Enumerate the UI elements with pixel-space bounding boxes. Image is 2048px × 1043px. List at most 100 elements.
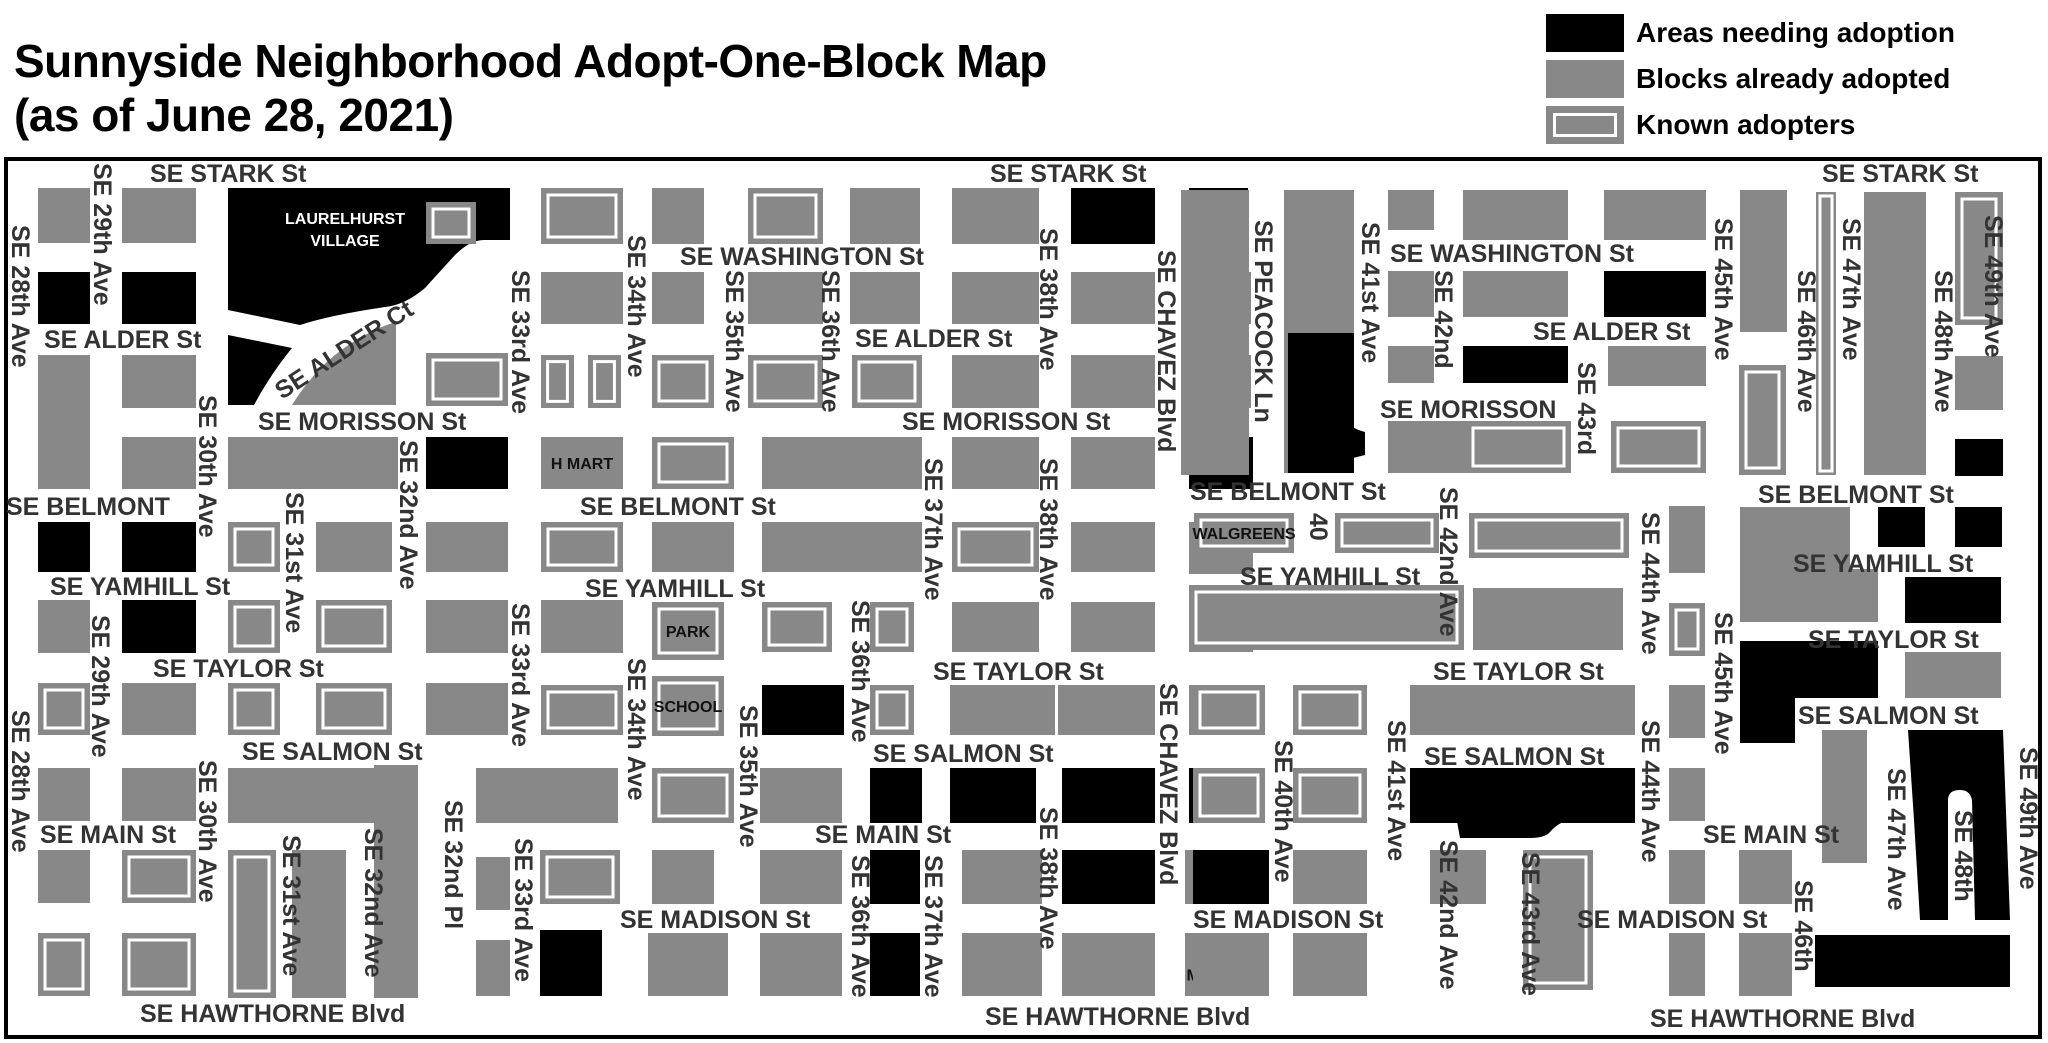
block-adopted bbox=[1071, 602, 1155, 652]
block-adopted bbox=[1388, 421, 1466, 473]
block-needing-adoption bbox=[1410, 768, 1635, 823]
block-adopted bbox=[1388, 190, 1434, 230]
block-known-adopter bbox=[1293, 768, 1367, 823]
block-adopted bbox=[1473, 588, 1623, 650]
se48th-need-area bbox=[1908, 730, 2010, 920]
street-label: 40 bbox=[1304, 513, 1332, 541]
street-label: SE YAMHILL St bbox=[585, 575, 766, 603]
street-label: SE PEACOCK Ln bbox=[1249, 220, 1277, 423]
block-known-adopter bbox=[1669, 603, 1705, 656]
block-adopted bbox=[1058, 685, 1155, 735]
block-needing-adoption bbox=[870, 768, 922, 823]
street-label: SE 32nd Ave bbox=[359, 828, 387, 978]
place-label: WALGREENS bbox=[1192, 526, 1295, 543]
block-adopted bbox=[652, 188, 704, 244]
block-needing-adoption bbox=[1955, 439, 2003, 476]
legend-item-need: Areas needing adoption bbox=[1546, 10, 1955, 56]
block-known-adopter bbox=[541, 355, 574, 408]
street-label: SE MAIN St bbox=[1703, 821, 1840, 849]
block-known-adopter bbox=[1469, 513, 1629, 558]
block-adopted bbox=[952, 437, 1039, 489]
street-label: SE 49th Ave bbox=[2014, 747, 2042, 890]
block-adopted bbox=[760, 850, 842, 904]
street-label: SE SALMON St bbox=[1798, 702, 1979, 730]
block-needing-adoption bbox=[1062, 850, 1155, 904]
block-adopted bbox=[122, 683, 196, 735]
street-label: SE 29th Ave bbox=[86, 615, 114, 758]
street-label: SE SALMON St bbox=[1424, 743, 1605, 771]
block-known-adopter bbox=[228, 683, 280, 735]
block-adopted bbox=[1739, 933, 1792, 996]
street-label: SE 30th Ave bbox=[193, 760, 221, 903]
block-known-adopter bbox=[1193, 685, 1265, 735]
street-label: SE 46th Ave bbox=[1792, 270, 1820, 413]
block-adopted bbox=[962, 850, 1042, 904]
street-label: SE 47th Ave bbox=[1882, 768, 1910, 911]
block-needing-adoption bbox=[38, 522, 90, 572]
street-label: SE BELMONT St bbox=[1758, 481, 1955, 509]
block-known-adopter bbox=[748, 188, 823, 244]
alder-ct-south-area bbox=[228, 335, 292, 405]
block-adopted bbox=[1905, 652, 2001, 698]
alder-ct-triangle-known bbox=[426, 272, 502, 323]
block-known-adopter bbox=[426, 202, 476, 244]
block-adopted bbox=[1071, 522, 1155, 572]
block-adopted bbox=[292, 850, 346, 998]
street-label: SE CHAVEZ Blvd bbox=[1152, 250, 1180, 452]
block-adopted bbox=[1669, 506, 1705, 573]
block-known-adopter bbox=[588, 355, 621, 408]
street-label: SE MADISON St bbox=[1577, 906, 1768, 934]
block-needing-adoption bbox=[1604, 271, 1706, 317]
street-label: SE 42nd Ave bbox=[1434, 487, 1462, 637]
block-adopted bbox=[1739, 850, 1792, 904]
street-label: SE 33rd Ave bbox=[509, 838, 537, 982]
block-needing-adoption bbox=[870, 933, 920, 996]
alder-ct-adopted-area bbox=[292, 322, 396, 405]
title-line-1: Sunnyside Neighborhood Adopt-One-Block M… bbox=[14, 35, 1047, 87]
block-known-adopter bbox=[228, 600, 280, 653]
block-adopted bbox=[1669, 768, 1705, 821]
block-needing-adoption bbox=[1905, 577, 2001, 623]
block-adopted bbox=[541, 600, 623, 653]
street-label: SE 33rd Ave bbox=[506, 603, 534, 747]
legend-item-adopted: Blocks already adopted bbox=[1546, 56, 1955, 102]
street-label: SE 37th Ave bbox=[919, 458, 947, 601]
block-adopted bbox=[760, 933, 842, 996]
block-adopted bbox=[1740, 507, 1850, 569]
street-label: SE 34th Ave bbox=[622, 658, 650, 801]
block-needing-adoption bbox=[122, 600, 196, 653]
street-label: SE WASHINGTON St bbox=[1390, 240, 1635, 268]
block-adopted bbox=[122, 188, 196, 243]
block-adopted bbox=[950, 685, 1055, 735]
street-label: SE STARK St bbox=[150, 160, 307, 188]
block-adopted bbox=[476, 857, 510, 910]
street-label: SE 38th Ave bbox=[1034, 458, 1062, 601]
block-needing-adoption bbox=[950, 768, 1036, 823]
block-adopted bbox=[426, 522, 508, 572]
block-needing-adoption bbox=[1071, 188, 1155, 244]
street-label: SE 44th Ave bbox=[1636, 512, 1664, 655]
street-label: SE 33rd Ave bbox=[506, 270, 534, 414]
block-needing-adoption bbox=[122, 522, 196, 572]
street-label: SE MADISON St bbox=[1193, 906, 1384, 934]
street-label: SE STARK St bbox=[990, 160, 1147, 188]
street-label: SE 36th Ave bbox=[816, 270, 844, 413]
block-adopted bbox=[952, 602, 1039, 652]
block-adopted bbox=[1604, 190, 1706, 240]
block-adopted bbox=[426, 683, 508, 735]
block-needing-adoption bbox=[1062, 768, 1155, 823]
known-adopter-swatch-icon bbox=[1546, 106, 1624, 144]
block-needing-adoption bbox=[1740, 641, 1878, 698]
block-known-adopter bbox=[540, 850, 620, 904]
block-adopted bbox=[38, 850, 90, 903]
block-needing-adoption bbox=[1878, 507, 1925, 547]
place-label: H MART bbox=[551, 456, 613, 473]
block-adopted bbox=[228, 437, 398, 489]
block-adopted bbox=[648, 933, 728, 996]
block-adopted bbox=[541, 272, 623, 324]
block-adopted bbox=[122, 437, 196, 489]
block-known-adopter: WALGREENS bbox=[1192, 513, 1296, 553]
block-adopted bbox=[760, 768, 842, 823]
street-label: SE MAIN St bbox=[815, 821, 952, 849]
block-known-adopter bbox=[870, 602, 914, 652]
